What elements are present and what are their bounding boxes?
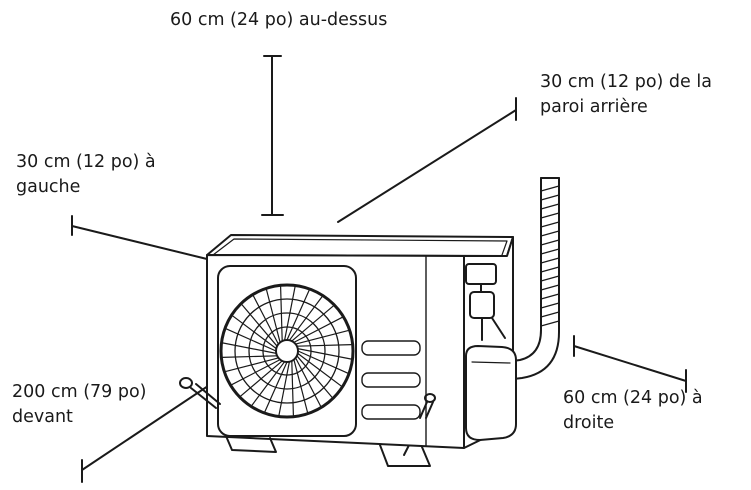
right-clearance-line	[573, 335, 687, 393]
fan-spoke	[284, 285, 296, 341]
fan-spoke	[291, 360, 294, 417]
clearance-label-top: 60 cm (24 po) au-dessus	[170, 10, 388, 30]
pipe-wrap-stripe	[540, 185, 560, 192]
fan-spoke	[296, 355, 333, 399]
fan-spoke	[297, 352, 343, 387]
pipe-wrap-stripe	[540, 230, 560, 237]
fan-spoke	[296, 344, 353, 347]
clearance-label-back: 30 cm (12 po) de la paroi arrière	[540, 72, 712, 117]
fan-spoke	[265, 288, 281, 343]
fan-spoke	[239, 360, 283, 397]
pipe-wrap-stripe	[540, 266, 560, 273]
pipe-wrap-stripe	[540, 194, 560, 201]
fan-spoke	[286, 289, 310, 341]
clearance-label-front: 200 cm (79 po) devant	[12, 382, 147, 427]
mounting-bolt-icon	[179, 377, 221, 409]
pipe-wrap-stripe	[540, 248, 560, 255]
pipe-wrap-stripe	[540, 311, 560, 318]
pipe-wrap-stripe	[540, 239, 560, 246]
pipe-wrap-stripe	[540, 275, 560, 282]
pipe-wrap-stripe	[540, 320, 560, 327]
fan-spoke	[241, 303, 278, 347]
refrigerant-pipe-icon	[504, 177, 560, 381]
fan-spoke	[291, 305, 335, 342]
fan-spoke	[280, 285, 283, 342]
service-valve-icon	[465, 263, 506, 341]
top-clearance-line	[261, 55, 284, 216]
back-clearance-line	[337, 97, 517, 223]
service-cover	[465, 345, 517, 441]
fan-spoke	[225, 328, 277, 352]
fan-spoke	[252, 294, 279, 345]
fan-spoke	[230, 359, 281, 386]
fan-spoke	[264, 361, 288, 413]
fan-spoke	[221, 342, 277, 354]
fan-spoke	[295, 329, 350, 345]
pipe-wrap-stripe	[540, 284, 560, 291]
pipe-wrap-stripe	[540, 302, 560, 309]
pipe-wrap-stripe	[540, 203, 560, 210]
left-clearance-line	[71, 215, 208, 260]
fan-grille-icon	[217, 265, 357, 437]
mounting-bolt-icon	[419, 393, 436, 419]
fan-spoke	[278, 361, 290, 417]
pipe-wrap-stripe	[540, 293, 560, 300]
fan-spoke	[293, 316, 344, 343]
fan-spoke	[231, 315, 277, 350]
fan-spoke	[297, 348, 353, 360]
clearance-label-right: 60 cm (24 po) à droite	[563, 388, 703, 433]
fan-spoke	[224, 357, 279, 373]
clearance-label-left: 30 cm (12 po) à gauche	[16, 152, 156, 197]
pipe-wrap-stripe	[540, 257, 560, 264]
fan-spoke	[221, 355, 278, 358]
pipe-wrap-stripe	[540, 221, 560, 228]
fan-spoke	[295, 357, 322, 408]
fan-spoke	[288, 295, 323, 341]
fan-spoke	[293, 359, 309, 414]
fan-spoke	[251, 361, 286, 407]
fan-spoke	[297, 350, 349, 374]
pipe-wrap-stripe	[540, 212, 560, 219]
